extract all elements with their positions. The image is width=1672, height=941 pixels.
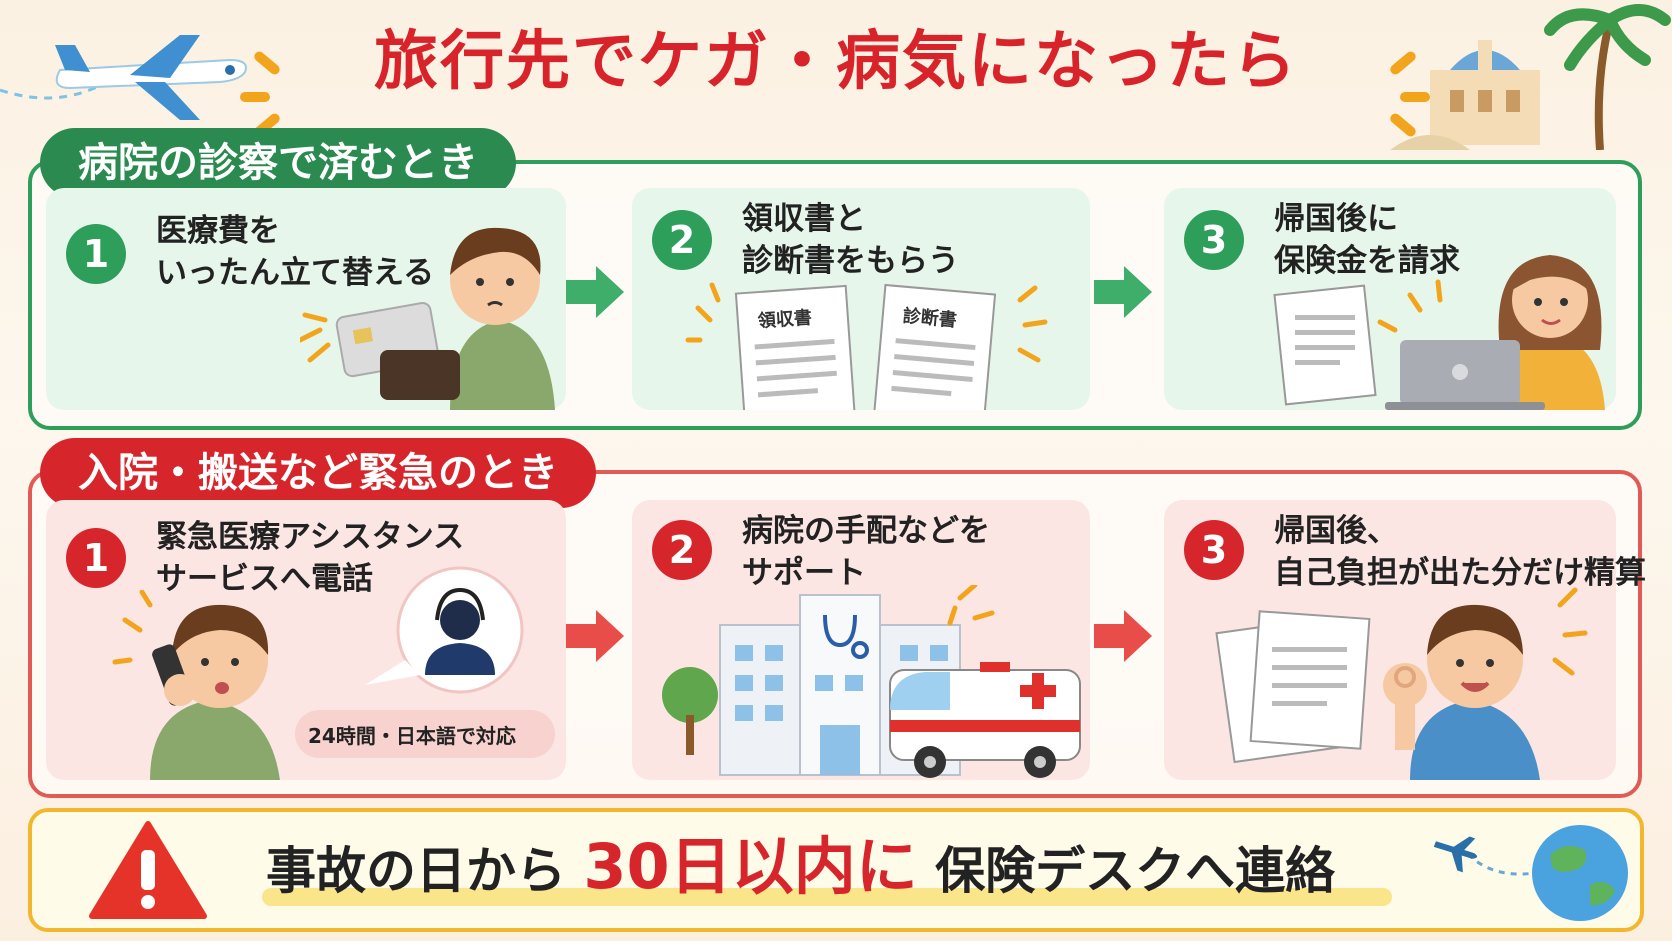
clinic-step-3-line1: 帰国後に [1274,201,1398,237]
clinic-arrow-1 [566,266,624,318]
emergency-step-1-number: 1 [66,528,126,588]
man-phone-illustration [112,590,280,780]
notice-text-1: 事故の日から [266,842,566,900]
emergency-step-2-line1: 病院の手配などを [742,513,990,549]
man-ok-sign-illustration [1215,587,1588,780]
support-badge [295,710,555,758]
clinic-arrow-2 [1094,266,1152,318]
emergency-step-1-text: 緊急医療アシスタンス サービスへ電話 [156,516,464,600]
clinic-step-1-number: 1 [66,224,126,284]
emergency-step-3-number: 3 [1184,520,1244,580]
title-part-1: 旅行先で [374,25,638,99]
clinic-step-2-number: 2 [652,210,712,270]
certificate-doc-label: 診断書 [902,305,958,332]
hospital-ambulance-illustration [662,585,1081,778]
emergency-step-2-line2: サポート [742,555,866,591]
operator-speech-bubble [365,566,524,694]
emergency-step-2-number: 2 [652,520,712,580]
clinic-step-2-line1: 領収書と [742,201,866,237]
clinic-step-1-text: 医療費を いったん立て替える [156,210,434,294]
emergency-arrow-1 [566,610,624,662]
emergency-arrow-2 [1094,610,1152,662]
clinic-step-3-text: 帰国後に 保険金を請求 [1274,198,1460,282]
title-part-3: になったら [968,25,1298,99]
section-clinic-label: 病院の診察で済むとき [40,128,516,198]
notice-underline [262,888,1392,906]
emergency-step-3-text: 帰国後、 自己負担が出た分だけ精算 [1274,510,1646,594]
clinic-step-1-line1: 医療費を [156,213,280,249]
notice-highlight: 30日以内に [583,830,918,903]
section-emergency-label: 入院・搬送など緊急のとき [40,438,596,508]
globe-airplane-icon [1433,825,1628,921]
emergency-step-2-text: 病院の手配などを サポート [742,510,990,594]
receipt-and-certificate-icon: 領収書 診断書 [685,282,1048,410]
notice-text: 事故の日から 30日以内に 保険デスクへ連絡 [266,832,1335,906]
title-part-2: ケガ・病気 [638,25,968,99]
resort-palm-icon [1390,4,1671,150]
receipt-doc-label: 領収書 [757,306,812,332]
page-title: 旅行先でケガ・病気になったら [0,22,1672,102]
title-burst-right-2 [1400,92,1430,102]
clinic-step-2-line2: 診断書をもらう [742,243,959,279]
emergency-step-3-line1: 帰国後、 [1274,513,1398,549]
clinic-step-3-line2: 保険金を請求 [1274,243,1460,279]
clinic-step-3-number: 3 [1184,210,1244,270]
emergency-step-1-line2: サービスへ電話 [156,561,373,597]
warning-icon [89,821,207,919]
clinic-step-2-text: 領収書と 診断書をもらう [742,198,959,282]
title-burst-left-2 [240,92,270,102]
airplane-icon [0,35,247,120]
clinic-step-1-line2: いったん立て替える [156,255,435,291]
notice-box [28,808,1644,932]
woman-laptop-illustration [1273,255,1605,410]
man-paying-illustration [300,227,555,410]
emergency-step-3-line2: 自己負担が出た分だけ精算 [1274,555,1646,591]
emergency-step-1-line1: 緊急医療アシスタンス [156,519,465,555]
notice-text-2: 保険デスクへ連絡 [935,842,1336,900]
support-badge-text: 24時間・日本語で対応 [308,724,516,748]
